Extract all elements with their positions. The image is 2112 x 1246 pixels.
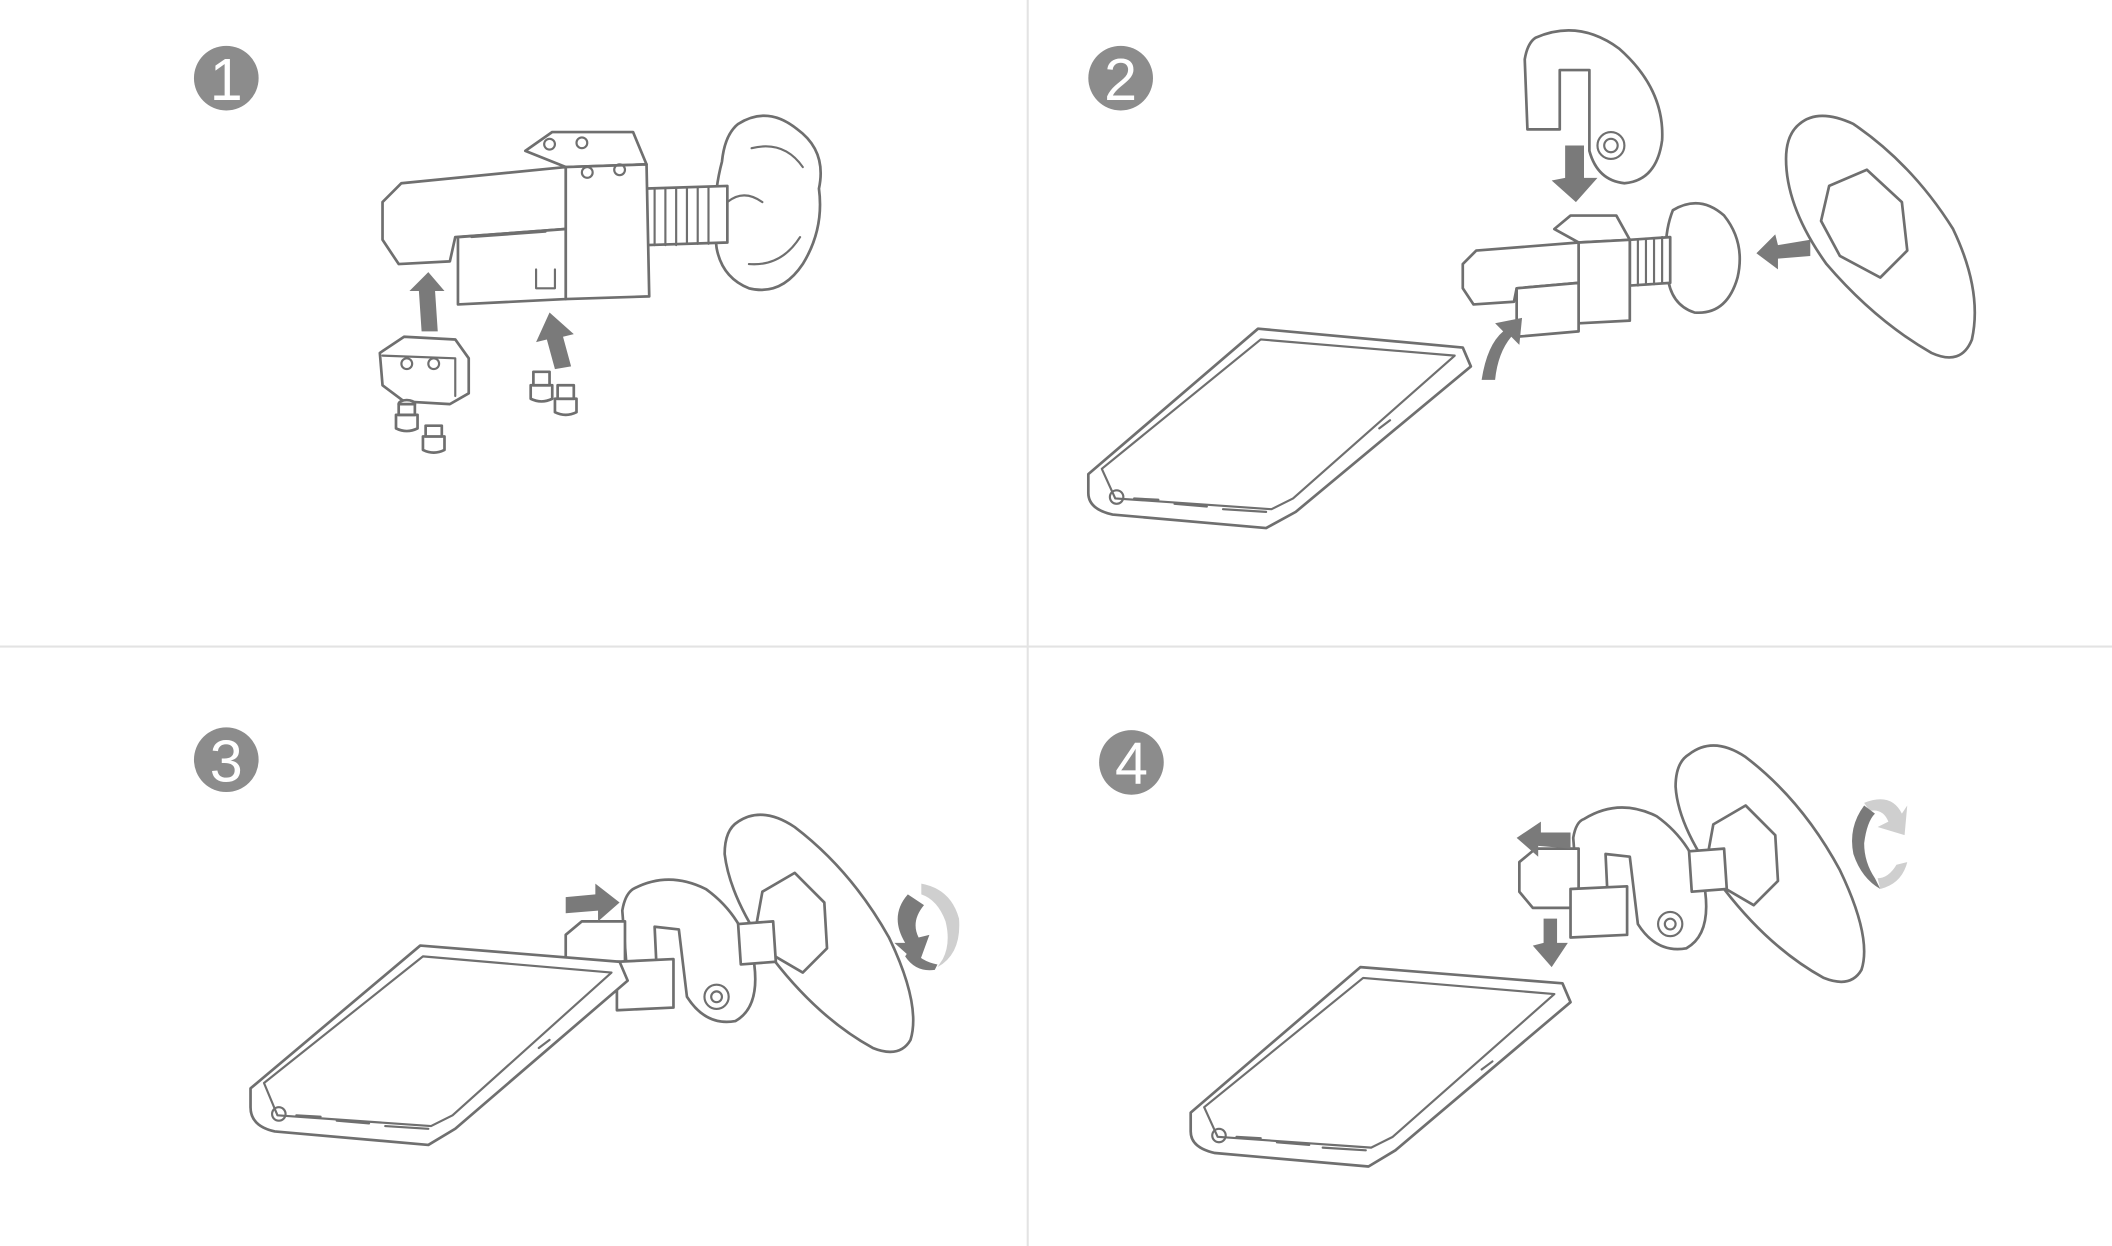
arrow-up-icon — [409, 272, 445, 332]
arrow-up-icon — [536, 312, 574, 370]
step-1-panel: 1 — [193, 45, 823, 454]
step-4-panel: 4 — [1099, 730, 1908, 1168]
clamp-body-illustration — [378, 114, 823, 454]
hook-bracket — [1523, 29, 1664, 185]
arrow-left-icon — [1516, 821, 1571, 857]
clamp-block-front — [564, 163, 651, 301]
screws — [394, 370, 578, 454]
knob — [713, 114, 823, 292]
small-jaw-part — [378, 335, 471, 406]
clamp-jaw — [381, 165, 568, 266]
step-2-number: 2 — [1104, 46, 1137, 113]
step-1-number: 1 — [210, 46, 243, 113]
step-2-badge: 2 — [1088, 45, 1153, 113]
clamp-assembly — [1461, 201, 1742, 339]
step-4-badge: 4 — [1099, 730, 1164, 797]
step-3-number: 3 — [210, 728, 243, 795]
arrow-right-icon — [565, 883, 620, 922]
step-3-panel: 3 — [193, 727, 960, 1147]
arrow-left-icon — [1756, 234, 1811, 270]
hook-bracket — [1571, 806, 1708, 951]
step-1-badge: 1 — [193, 45, 259, 113]
iphone-frame — [1189, 965, 1572, 1168]
step-2-panel: 2 — [1086, 29, 1977, 530]
iphone-frame — [1086, 327, 1473, 530]
arrow-curve-icon — [1481, 317, 1523, 380]
step-4-number: 4 — [1115, 730, 1148, 797]
step-3-badge: 3 — [193, 727, 259, 795]
threaded-rod — [642, 184, 729, 247]
arrow-down-icon — [1551, 145, 1598, 203]
clamp-block-top — [523, 130, 648, 169]
iphone-frame — [249, 944, 630, 1147]
rotate-icon — [894, 894, 930, 965]
arrow-down-icon — [1532, 918, 1568, 968]
